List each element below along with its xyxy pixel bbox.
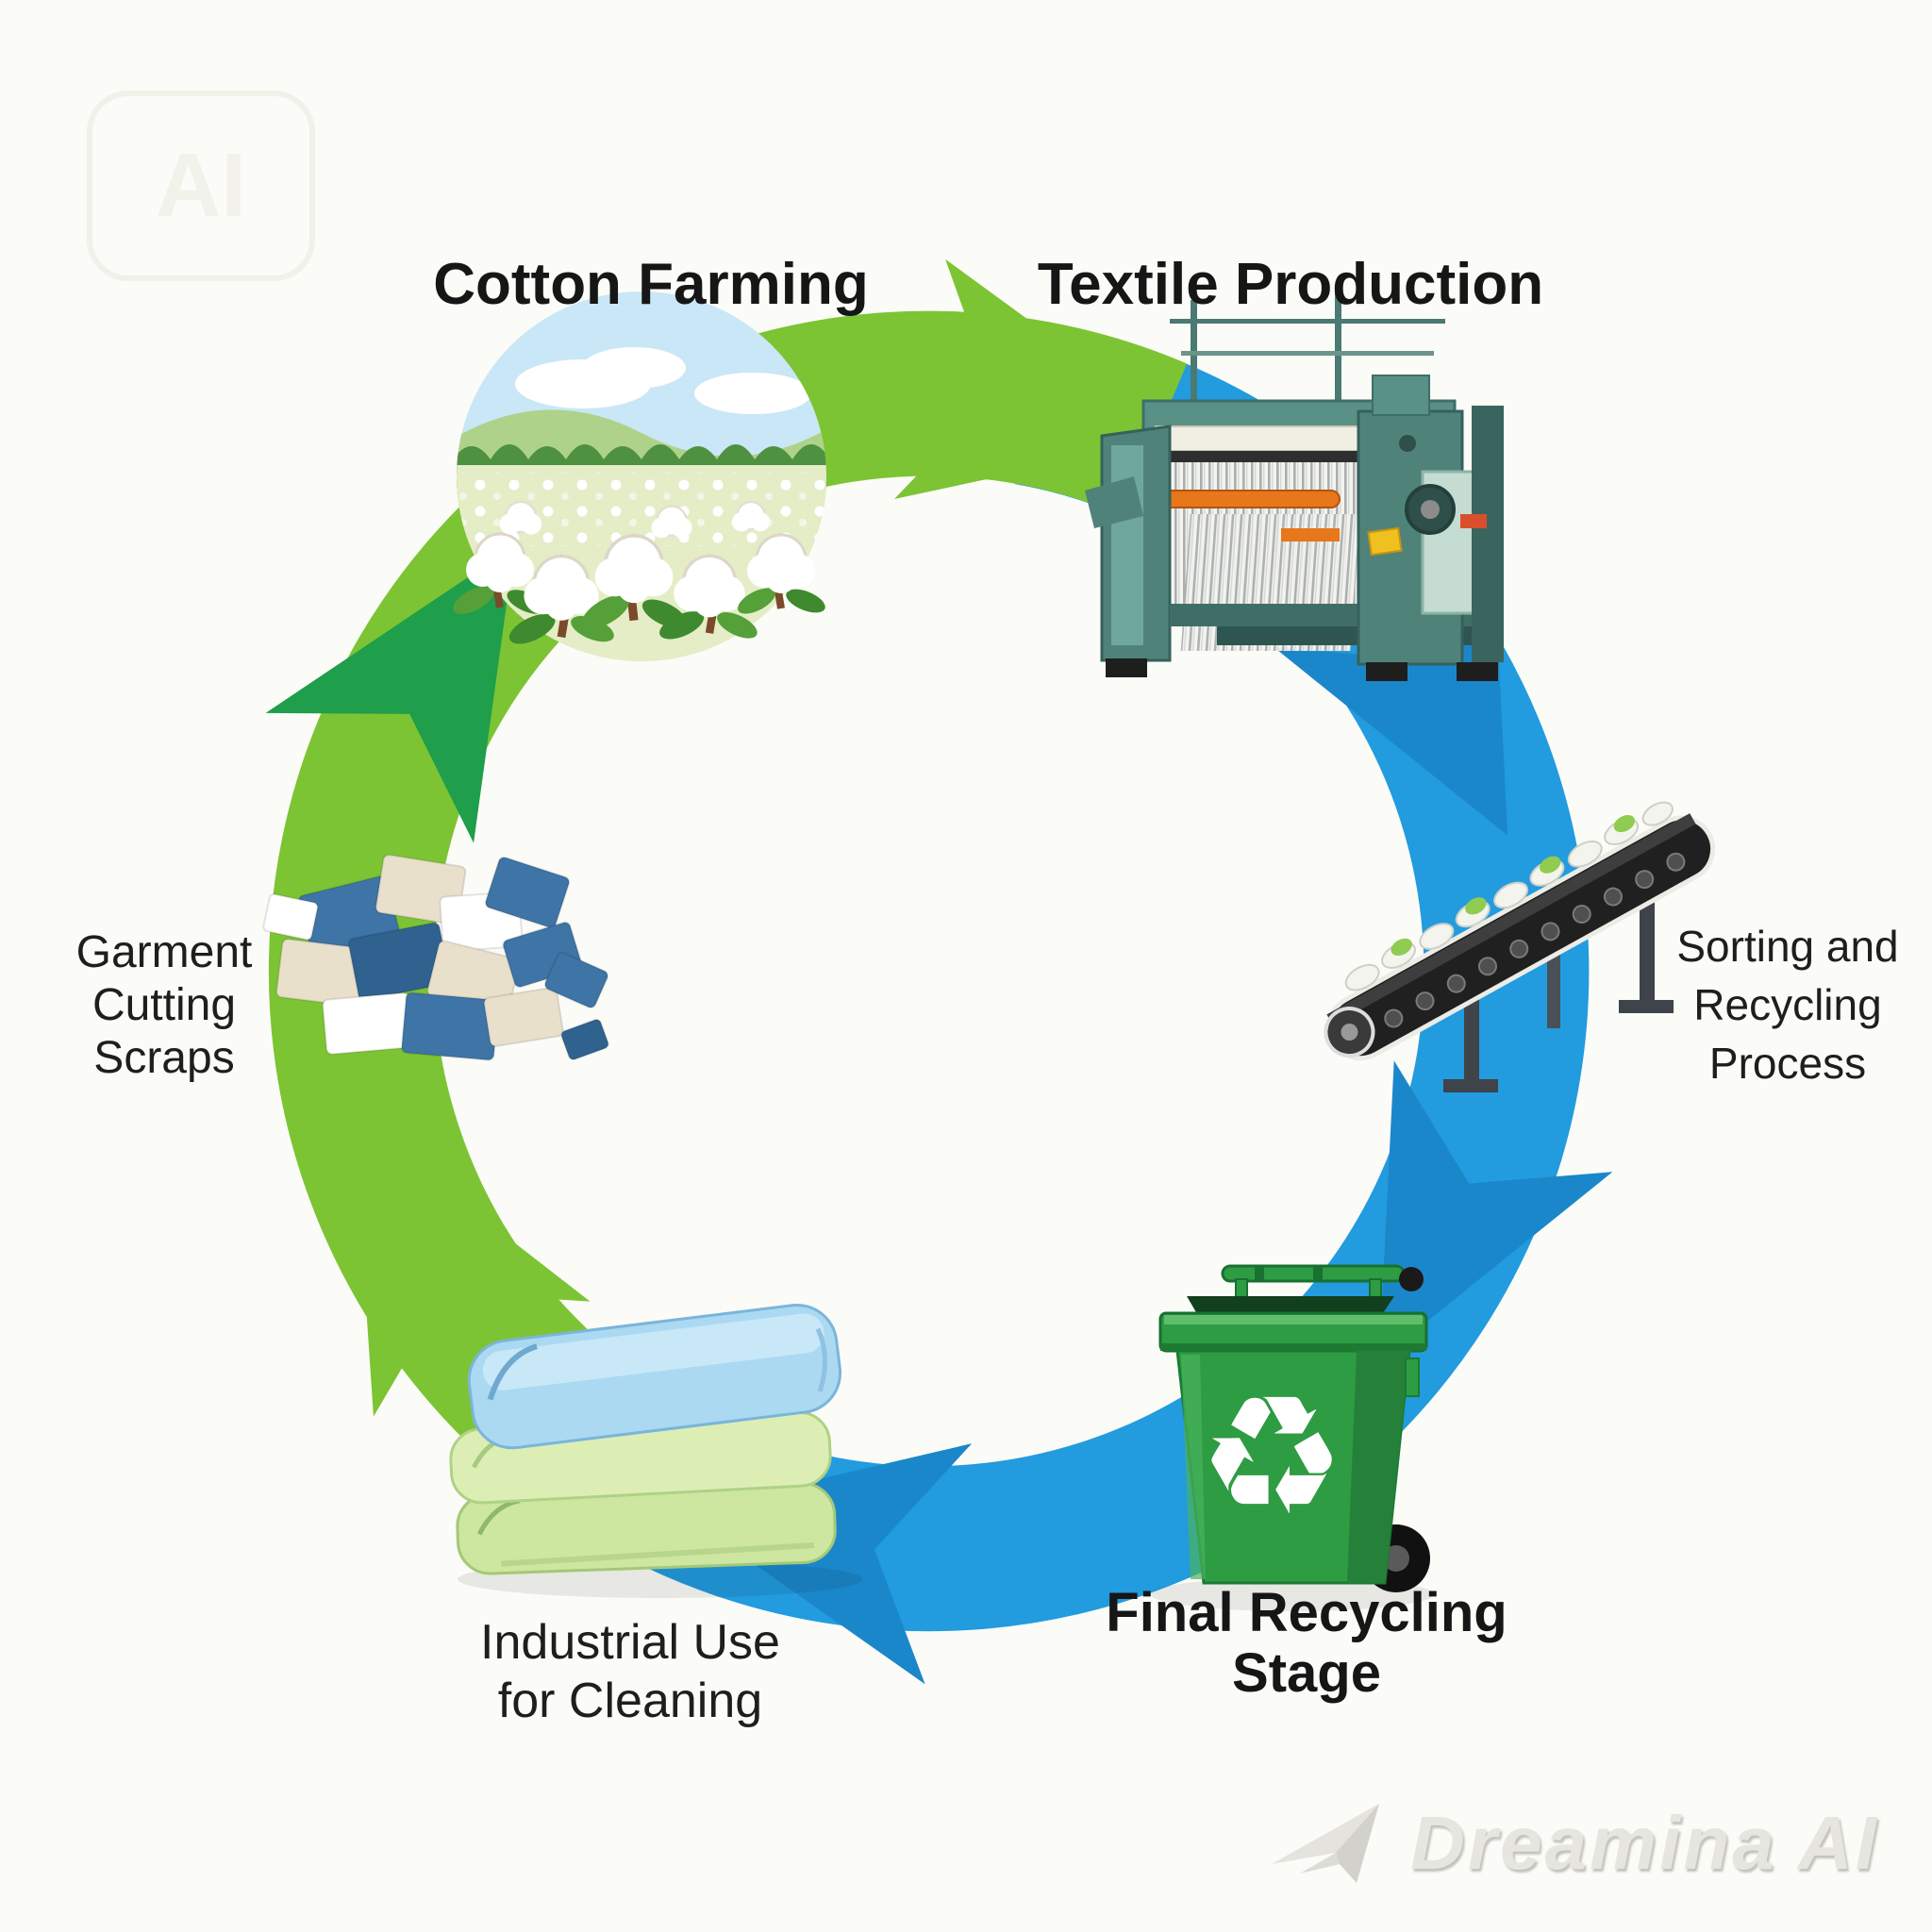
- label-final-recycling: Final Recycling Stage: [1106, 1583, 1507, 1704]
- label-line: Cutting: [92, 980, 237, 1030]
- yellow-machine-label: [1367, 526, 1403, 557]
- folded-towels-illustration: [449, 1303, 863, 1598]
- arrowhead-green-lowerleft: [353, 1117, 591, 1417]
- label-garment-scraps: Garment Cutting Scraps: [76, 926, 253, 1085]
- watermark-label: Dreamina AI: [1410, 1801, 1879, 1885]
- watermark: Dreamina AI: [1268, 1796, 1879, 1890]
- red-machine-label: [1460, 514, 1487, 528]
- label-line: Garment: [75, 927, 253, 977]
- label-line: Industrial Use: [480, 1615, 780, 1670]
- label-line: Scraps: [93, 1033, 235, 1083]
- conveyor-belt-illustration: [1324, 801, 1716, 1092]
- label-industrial-use: Industrial Use for Cleaning: [480, 1613, 780, 1730]
- cotton-bolls: [453, 500, 825, 644]
- green-arc: [268, 310, 1188, 1555]
- belt-items: [1344, 801, 1674, 991]
- label-line: Process: [1708, 1039, 1867, 1088]
- label-line: Cotton Farming: [433, 252, 869, 317]
- label-line: Final Recycling: [1106, 1582, 1507, 1643]
- label-textile-production: Textile Production: [1038, 251, 1543, 318]
- label-line: Stage: [1232, 1642, 1381, 1704]
- ai-watermark-badge: AI: [87, 91, 315, 281]
- label-line: Recycling: [1693, 980, 1882, 1029]
- label-sorting-recycling: Sorting and Recycling Process: [1676, 917, 1898, 1092]
- label-line: Textile Production: [1037, 252, 1544, 317]
- recycling-symbol-icon: ♻: [1198, 1361, 1346, 1553]
- ai-badge-label: AI: [156, 135, 246, 236]
- weaving-loom-illustration: [1085, 288, 1504, 681]
- label-line: for Cleaning: [497, 1674, 763, 1728]
- arrowhead-dark-green-upleft: [265, 545, 515, 843]
- arrowhead-blue-into-bin: [1378, 1060, 1613, 1360]
- label-cotton-farming: Cotton Farming: [433, 251, 869, 318]
- recycling-bin-illustration: ♻: [1151, 1264, 1434, 1611]
- paper-plane-icon: [1272, 1804, 1380, 1883]
- label-line: Sorting and: [1676, 922, 1899, 971]
- fabric-scraps-illustration: [262, 854, 609, 1061]
